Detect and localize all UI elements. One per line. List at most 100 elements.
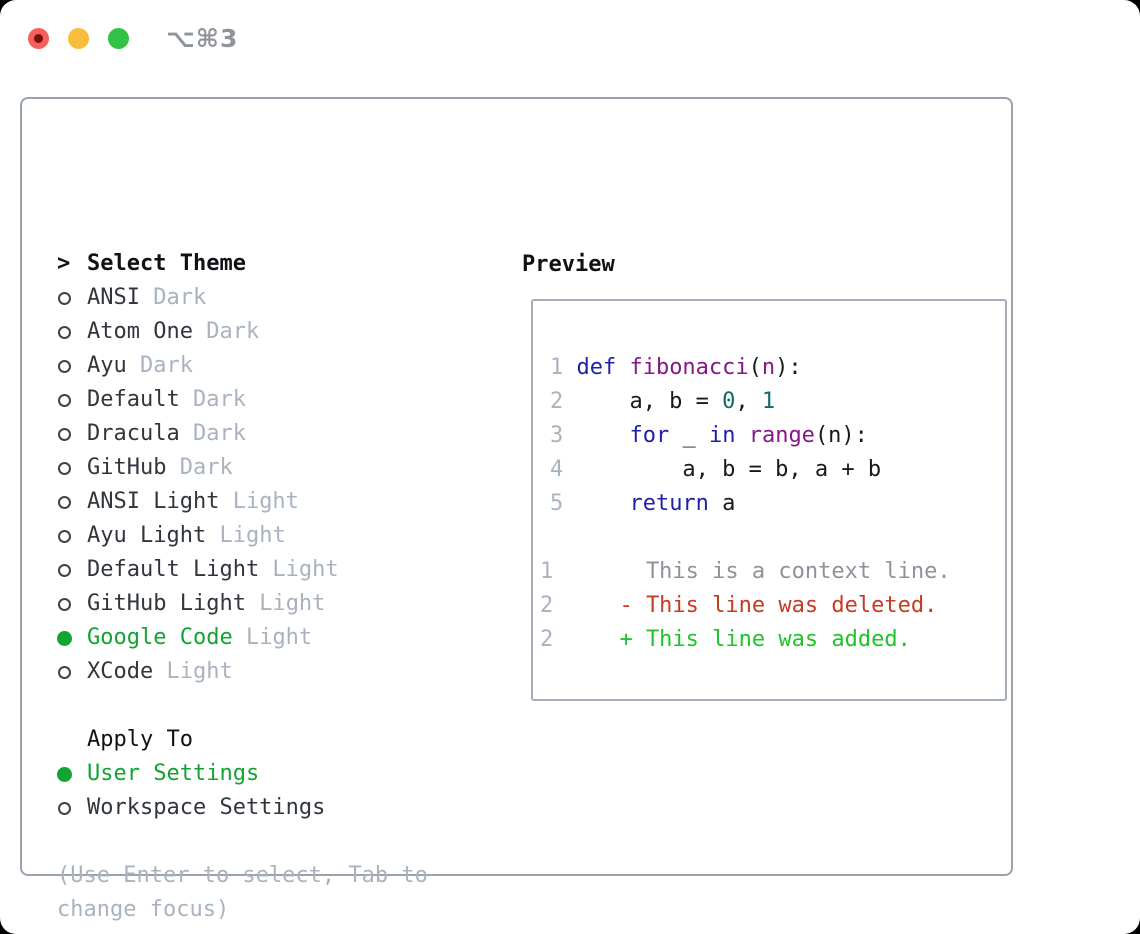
minimize-button[interactable] [68,28,89,49]
radio-icon [58,461,71,475]
theme-variant: Dark [179,387,246,412]
theme-variant: Dark [179,421,246,446]
spacer [57,825,457,859]
radio-icon [58,563,71,577]
theme-list-header: > Select Theme [57,247,457,281]
theme-variant: Dark [126,353,193,378]
theme-option[interactable]: Default Light Light [57,553,457,587]
theme-option[interactable]: GitHub Dark [57,451,457,485]
line-number: 1 [540,558,554,584]
code-line: 2 a, b = 0, 1 [550,384,1005,418]
theme-name: GitHub Light [87,591,246,616]
theme-variant: Light [153,659,233,684]
radio-icon [58,801,71,815]
radio-icon [58,359,71,373]
apply-option[interactable]: Workspace Settings [57,791,457,825]
diff-line-deleted: 2 - This line was deleted. [540,588,1005,622]
theme-variant: Light [259,557,339,582]
close-button[interactable] [28,28,49,49]
code-token: , [735,388,762,414]
theme-option[interactable]: Google Code Light [57,621,457,655]
theme-variant: Dark [139,285,207,310]
code-token [576,491,629,516]
code-line: 4 a, b = b, a + b [550,452,1005,486]
apply-to-title: Apply To [87,727,193,752]
theme-option[interactable]: Ayu Dark [57,349,457,383]
diff-line-added: 2 + This line was added. [540,622,1005,656]
code-token: a, b = b, a + b [576,456,882,482]
window-title: ⌥⌘3 [166,24,239,53]
code-token: (n): [814,422,868,448]
theme-variant: Light [206,523,286,548]
line-number: 5 [550,490,564,516]
code-token: def [576,354,630,380]
code-token: for [629,422,670,448]
radio-icon [58,665,71,679]
code-line: 5 return a [550,486,1005,520]
code-token: n [761,354,776,380]
theme-name: Ayu [87,353,127,378]
code-token: fibonacci [629,354,749,380]
code-token: in [708,422,736,448]
diff-line-context: 1 This is a context line. [540,554,1005,588]
radio-icon [58,291,71,305]
apply-option-label: Workspace Settings [87,795,326,820]
theme-variant: Dark [192,319,260,344]
code-token: ( [748,354,762,380]
theme-name: GitHub [87,455,167,480]
apply-to-header: Apply To [57,723,457,757]
preview-title: Preview [522,251,615,277]
apply-option-label: User Settings [87,761,260,786]
code-token [735,423,748,448]
diff-preview: 1 This is a context line.2 - This line w… [540,554,1005,656]
theme-option[interactable]: Atom One Dark [57,315,457,349]
theme-name: Default [87,387,180,412]
theme-name: Google Code [87,625,233,650]
theme-option[interactable]: ANSI Light Light [57,485,457,519]
title-bar: ⌥⌘3 [0,0,1140,76]
unsaved-changes-dot [34,34,43,43]
theme-option[interactable]: GitHub Light Light [57,587,457,621]
radio-icon [58,597,71,611]
theme-option[interactable]: XCode Light [57,655,457,689]
theme-variant: Light [232,625,313,650]
radio-icon [58,529,71,543]
code-token: ): [775,354,802,380]
code-token: 0 [722,388,736,414]
theme-name: Default Light [87,557,260,582]
theme-name: Ayu Light [87,523,207,548]
line-number: 2 [540,626,554,652]
code-token: a [708,490,736,516]
theme-name: Dracula [87,421,180,446]
code-line: 3 for _ in range(n): [550,418,1005,452]
theme-option[interactable]: ANSI Dark [57,281,457,315]
theme-variant: Light [219,489,299,514]
diff-text: - This line was deleted. [566,592,938,618]
line-number: 2 [550,388,564,414]
apply-option[interactable]: User Settings [57,757,457,791]
radio-icon [58,495,71,509]
theme-name: ANSI Light [87,489,220,514]
line-number: 4 [550,456,564,482]
spacer [57,689,457,723]
radio-selected-icon [57,630,72,646]
zoom-button[interactable] [108,28,129,49]
line-number: 3 [550,422,564,448]
spacer [550,520,1005,554]
hint-text: (Use Enter to select, Tab to change focu… [57,863,428,922]
code-token: range [748,422,815,448]
theme-name: Atom One [87,319,193,344]
line-number: 1 [550,354,564,380]
code-token: a, b = [576,388,723,414]
theme-list-title: Select Theme [87,251,246,276]
radio-icon [58,427,71,441]
theme-name: XCode [87,659,154,684]
theme-option[interactable]: Default Dark [57,383,457,417]
theme-option[interactable]: Ayu Light Light [57,519,457,553]
theme-option[interactable]: Dracula Dark [57,417,457,451]
focus-caret-icon: > [57,251,71,276]
line-number: 2 [540,592,554,618]
